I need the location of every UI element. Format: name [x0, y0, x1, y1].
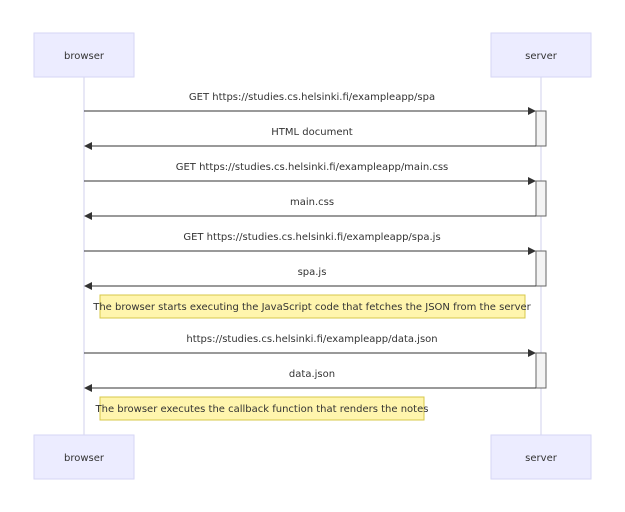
server-activation-4 [535, 352, 547, 389]
message-label: HTML document [271, 127, 353, 138]
server-actor-bottom: server [490, 434, 592, 480]
note-1: The browser starts executing the JavaScr… [92, 294, 532, 319]
message-label: data.json [289, 369, 335, 380]
message-4: main.css [84, 197, 536, 220]
browser-actor-label: browser [64, 51, 105, 62]
message-6: spa.js [84, 267, 536, 290]
message-3: GET https://studies.cs.helsinki.fi/examp… [84, 162, 536, 185]
message-label: GET https://studies.cs.helsinki.fi/examp… [183, 232, 440, 243]
note-text: The browser executes the callback functi… [95, 404, 429, 415]
browser-actor-bottom: browser [33, 434, 135, 480]
note-box [99, 396, 425, 421]
message-label: GET https://studies.cs.helsinki.fi/examp… [189, 92, 435, 103]
server-activation-2 [535, 180, 547, 217]
message-label: https://studies.cs.helsinki.fi/exampleap… [186, 334, 437, 345]
message-label: main.css [290, 197, 334, 208]
message-8: data.json [84, 369, 536, 392]
message-7: https://studies.cs.helsinki.fi/exampleap… [84, 334, 536, 357]
message-label: GET https://studies.cs.helsinki.fi/examp… [176, 162, 449, 173]
server-actor-label: server [525, 453, 558, 464]
note-box [99, 294, 526, 319]
note-2: The browser executes the callback functi… [95, 396, 429, 421]
server-activation-1 [535, 110, 547, 147]
note-text: The browser starts executing the JavaScr… [92, 302, 531, 313]
message-2: HTML document [84, 127, 536, 150]
server-activation-3 [535, 250, 547, 287]
server-actor-top: server [490, 32, 592, 78]
message-label: spa.js [298, 267, 327, 278]
server-actor-label: server [525, 51, 558, 62]
message-5: GET https://studies.cs.helsinki.fi/examp… [84, 232, 536, 255]
browser-actor-top: browser [33, 32, 135, 78]
message-1: GET https://studies.cs.helsinki.fi/examp… [84, 92, 536, 115]
browser-actor-label: browser [64, 453, 105, 464]
